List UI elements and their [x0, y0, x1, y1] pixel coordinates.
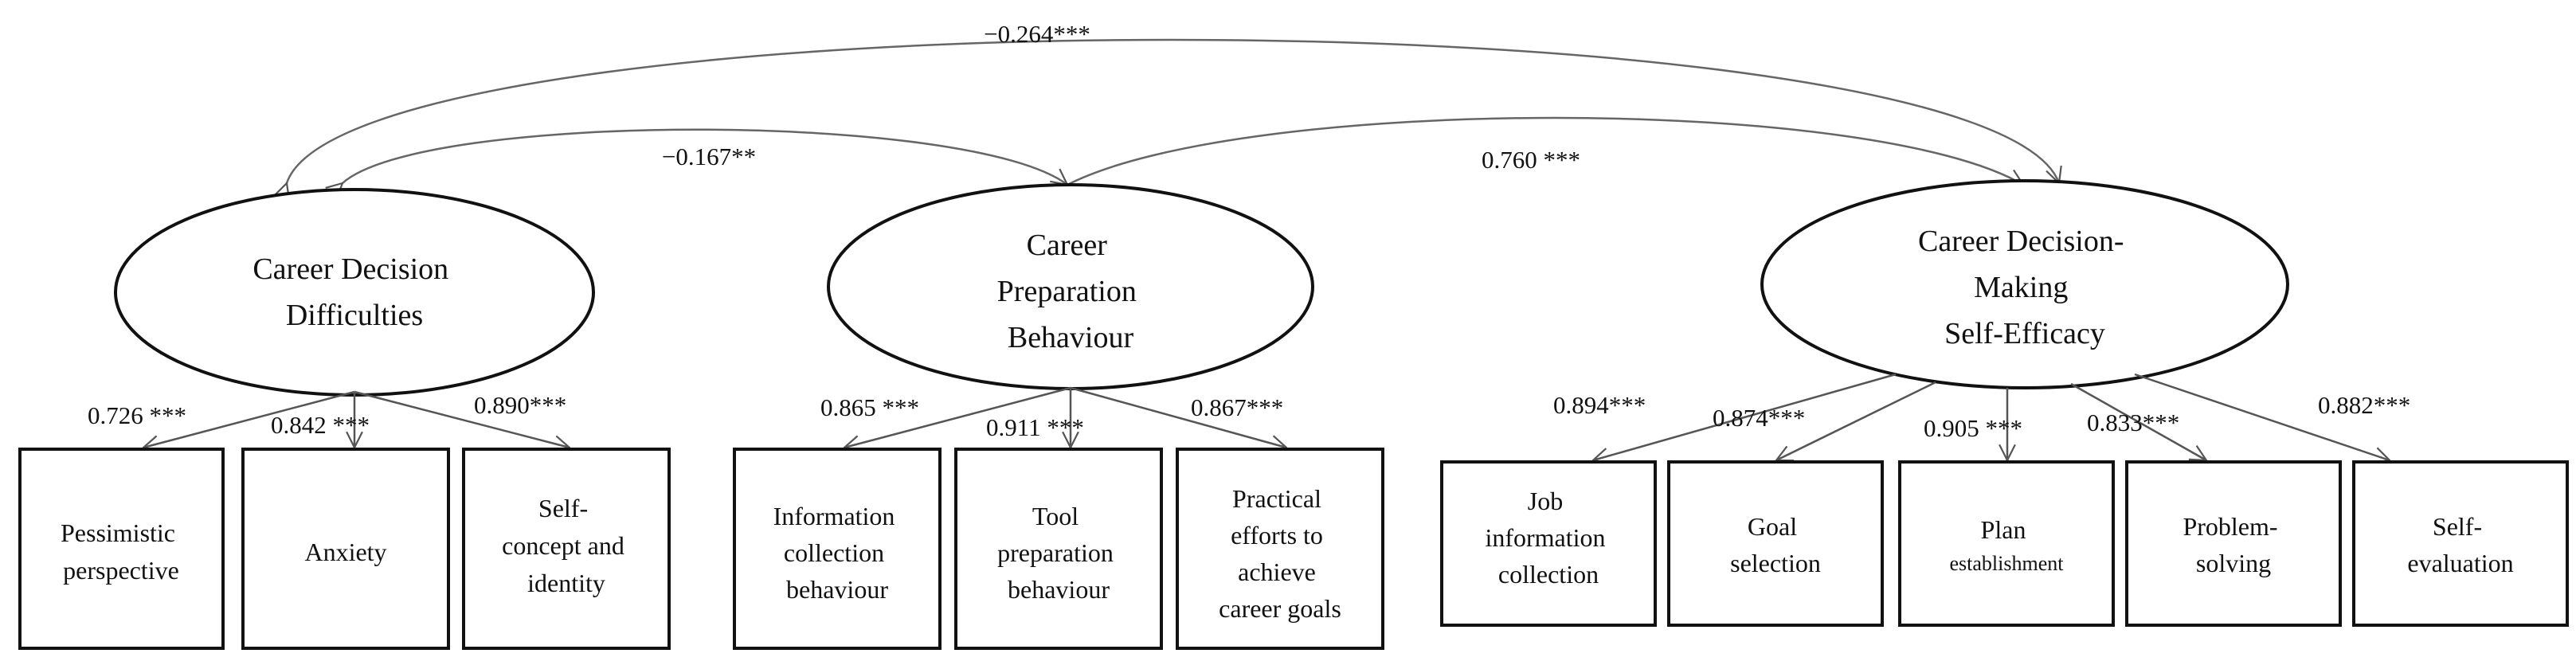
latent-label-cdse: Career Decision- Making Self-Efficacy: [1918, 225, 2132, 350]
loading-label: 0.842 ***: [271, 411, 370, 439]
loading-arrow: [1070, 386, 1286, 448]
loading-arrow: [1593, 373, 1897, 460]
indicator-box-self-evaluation: [2352, 460, 2569, 627]
correlation-arc-cdd-cpb: [343, 128, 1067, 185]
loading-arrow: [354, 390, 570, 448]
indicator-box-self-concept-identity: [462, 448, 671, 650]
latent-career-decision-making-self-efficacy: [1760, 179, 2289, 389]
indicator-label: Goal selection: [1730, 512, 1821, 577]
loading-arrow: [844, 386, 1071, 448]
indicator-box-pessimistic-perspective: [18, 448, 225, 650]
indicator-label: Tool preparation behaviour: [997, 502, 1120, 604]
loading-arrow: [2070, 382, 2206, 460]
indicator-label: Practical efforts to achieve career goal…: [1219, 484, 1341, 623]
loading-label: 0.867***: [1191, 393, 1283, 421]
loading-label: 0.911 ***: [986, 413, 1084, 441]
latent-label-cdd: Career Decision Difficulties: [253, 252, 456, 332]
indicator-box-job-information: [1440, 460, 1657, 627]
correlation-label-cpb-cdse: 0.760 ***: [1482, 146, 1580, 174]
indicator-label: Information collection behaviour: [773, 502, 902, 604]
correlation-label-cdd-cpb: −0.167**: [662, 143, 756, 170]
loading-arrow: [143, 390, 355, 448]
indicator-label: Plan establishment: [1950, 515, 2065, 575]
indicator-box-plan-establishment: [1898, 460, 2115, 627]
loading-label: 0.865 ***: [820, 393, 919, 421]
indicator-box-problem-solving: [2125, 460, 2342, 627]
loading-label: 0.874***: [1713, 404, 1805, 432]
correlation-arc-cdd-cdse: [287, 38, 2059, 183]
indicator-label: Problem- solving: [2183, 512, 2284, 577]
indicator-box-goal-selection: [1667, 460, 1884, 627]
indicator-label: Anxiety: [304, 538, 386, 566]
loading-label: 0.882***: [2318, 391, 2410, 419]
loading-arrow: [2134, 373, 2390, 460]
loading-label: 0.890***: [474, 391, 566, 419]
indicator-box-practical-efforts: [1176, 448, 1384, 650]
indicator-box-information-collection: [733, 448, 942, 650]
indicator-box-tool-preparation: [954, 448, 1163, 650]
loading-label: 0.833***: [2087, 409, 2179, 436]
indicator-box-anxiety: [241, 448, 450, 650]
loading-label: 0.905 ***: [1924, 414, 2022, 442]
correlation-label-cdd-cdse: −0.264***: [984, 20, 1090, 48]
indicator-label: Self- concept and identity: [502, 494, 631, 597]
loading-label: 0.894***: [1553, 391, 1646, 419]
indicator-label: Job information collection: [1485, 487, 1611, 589]
indicator-label: Pessimistic perspective: [61, 518, 182, 585]
loading-label: 0.726 ***: [88, 401, 186, 429]
latent-label-cpb: Career Preparation Behaviour: [997, 229, 1145, 354]
indicator-label: Self- evaluation: [2407, 512, 2513, 577]
latent-career-decision-difficulties: [114, 188, 595, 397]
loading-arrow: [1776, 381, 1936, 460]
correlation-arc-cpb-cdse: [1067, 116, 2023, 185]
